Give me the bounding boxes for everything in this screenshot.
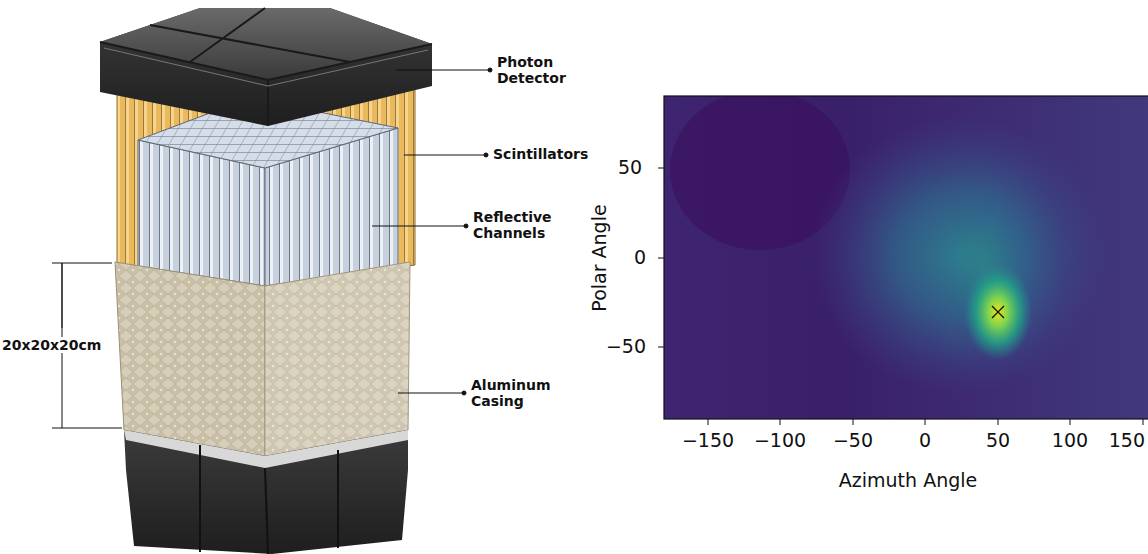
tick-label: −50: [833, 430, 873, 452]
part-label: Aluminum Casing: [471, 377, 581, 409]
tick-label: 150: [1109, 430, 1145, 452]
tick-label: −100: [754, 430, 806, 452]
tick-label: 100: [1052, 430, 1088, 452]
part-label: Scintillators: [493, 146, 588, 162]
tick-marks: [658, 168, 1143, 425]
peak-marker: [992, 306, 1004, 318]
heatmap: [664, 96, 1148, 419]
tick-label: 0: [634, 247, 646, 269]
tick-label: 0: [919, 430, 931, 452]
dimension-label: 20x20x20cm: [2, 337, 101, 353]
tick-label: −50: [606, 336, 646, 358]
axis-title: Azimuth Angle: [839, 470, 977, 492]
axis-title: Polar Angle: [589, 204, 611, 311]
aluminum-casing: [115, 262, 410, 456]
tick-label: 50: [986, 430, 1010, 452]
photon-detector-top: [100, 8, 432, 126]
part-label: Reflective Channels: [473, 209, 583, 241]
reflective-channels: [138, 98, 398, 286]
tick-label: 50: [618, 157, 642, 179]
tick-label: −150: [682, 430, 734, 452]
plot-frame: [664, 96, 1148, 419]
part-label: Photon Detector: [497, 54, 587, 86]
photon-detector-bottom: [124, 430, 408, 554]
